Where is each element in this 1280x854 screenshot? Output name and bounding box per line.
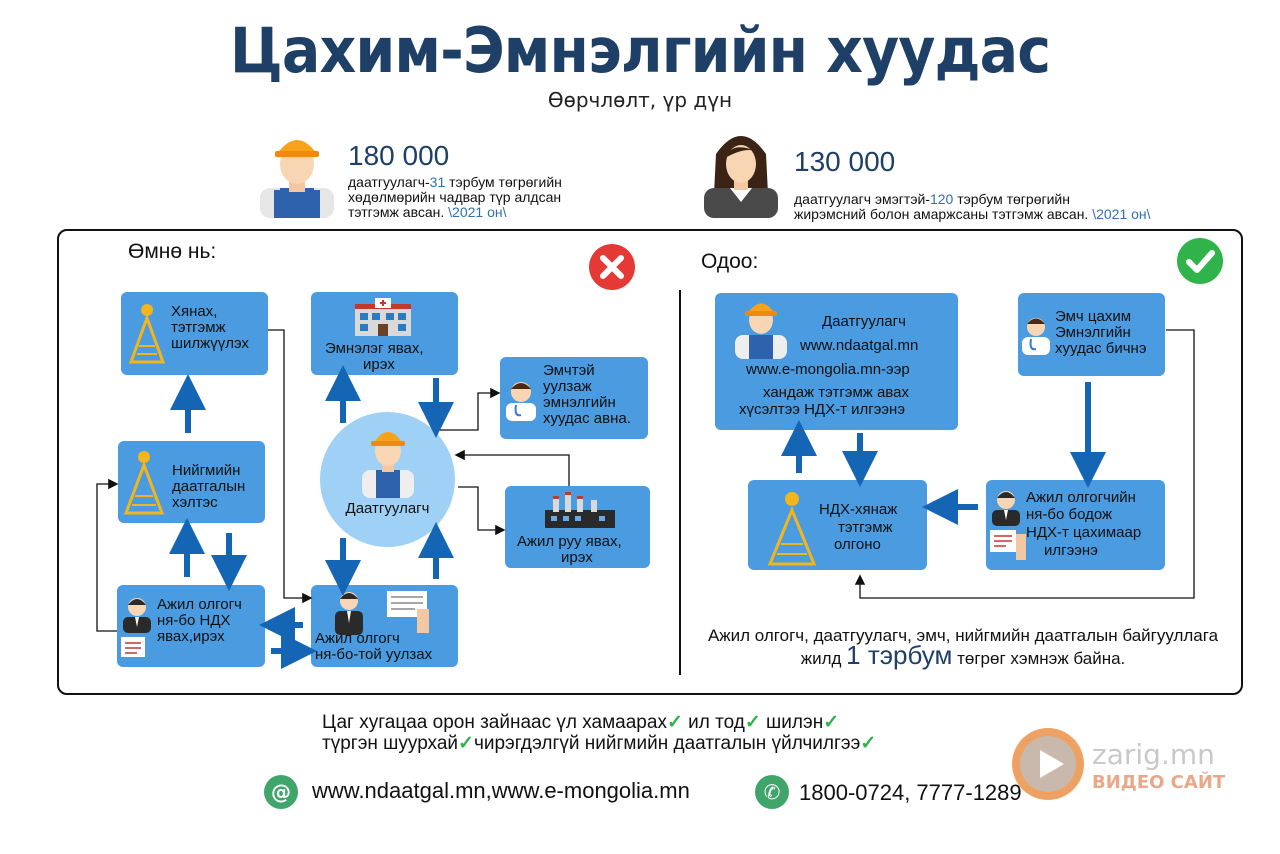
watermark-tag: ВИДЕО САЙТ	[1092, 772, 1226, 793]
benefits-line-1: Цаг хугацаа орон зайнаас үл хамаарах✓ ил…	[322, 712, 840, 733]
check-icon: ✓	[458, 733, 474, 754]
benefits-line-2: түргэн шуурхай✓чирэгдэлгүй нийгмийн даат…	[322, 733, 877, 754]
worker-icon	[260, 140, 334, 218]
box-employer-calculates: Ажил олгогчийн ня-бо бодож НДХ-т цахимаа…	[986, 480, 1165, 570]
before-title: Өмнө нь:	[128, 240, 217, 263]
section-divider	[679, 290, 681, 675]
comparison-frame	[57, 229, 1243, 695]
insured-label: Даатгуулагч	[345, 500, 430, 517]
emblem-icon	[124, 451, 164, 515]
saving-line-2: жилд 1 тэрбум төгрөг хэмнэж байна.	[800, 640, 1126, 670]
phone-icon: ✆	[755, 775, 789, 809]
check-icon: ✓	[860, 733, 877, 754]
at-icon: @	[264, 775, 298, 809]
stat-1-text: даатгуулагч-31 тэрбум төгрөгийн хөдөлмөр…	[348, 174, 562, 220]
woman-icon	[704, 136, 778, 218]
now-title: Одоо:	[701, 250, 759, 273]
play-icon[interactable]	[1010, 726, 1086, 802]
x-icon	[589, 244, 635, 290]
check-icon	[1177, 238, 1223, 284]
doctor-icon	[506, 382, 536, 421]
check-icon: ✓	[666, 712, 683, 733]
page-title: Цахим-Эмнэлгийн хуудас	[229, 14, 1051, 87]
check-icon: ✓	[823, 712, 840, 733]
hospital-icon	[355, 298, 411, 336]
saving-amount: 1 тэрбум	[846, 640, 953, 670]
businessman-icon	[335, 591, 429, 635]
businessman-icon	[121, 598, 151, 657]
worker-icon	[362, 432, 414, 498]
emblem-icon	[768, 492, 816, 566]
doctor-icon	[1022, 318, 1050, 355]
stat-1-number: 180 000	[348, 140, 450, 171]
box-work: Ажил руу явах,ирэх	[505, 486, 650, 568]
worker-icon	[735, 303, 787, 359]
stat-2-text: даатгуулагч эмэгтэй-120 тэрбум төгрөгийн…	[794, 191, 1151, 222]
check-icon: ✓	[744, 712, 761, 733]
saving-line-1: Ажил олгогч, даатгуулагч, эмч, нийгмийн …	[707, 626, 1219, 645]
factory-icon	[545, 492, 615, 528]
emblem-icon	[129, 304, 165, 364]
box-hospital: Эмнэлэг явах,ирэх	[311, 292, 458, 375]
page-subtitle: Өөрчлөлт, үр дүн	[547, 88, 733, 112]
stat-2-number: 130 000	[794, 146, 896, 177]
box-insured-online: Даатгуулагч www.ndaatgal.mn www.e-mongol…	[715, 293, 958, 430]
box-ndh-approves: НДХ-хянаж тэтгэмж олгоно	[748, 480, 927, 570]
phone-numbers: 1800-0724, 7777-1289	[799, 780, 1022, 805]
website-link[interactable]: www.ndaatgal.mn,www.e-mongolia.mn	[312, 778, 690, 803]
businessman-icon	[990, 491, 1026, 560]
watermark-name: zarig.mn	[1092, 738, 1215, 771]
